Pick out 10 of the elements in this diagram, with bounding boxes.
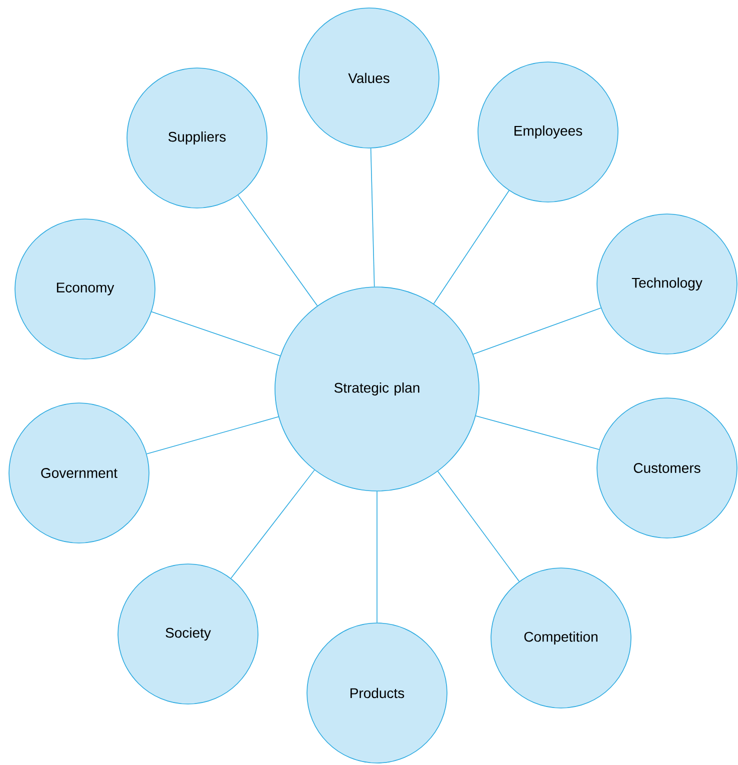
connector-line <box>151 311 281 356</box>
connector-line <box>370 148 375 288</box>
connector-line <box>437 470 520 582</box>
connector-line <box>472 308 602 355</box>
connector-line <box>475 416 600 450</box>
connector-line <box>230 470 315 579</box>
connector-line <box>238 194 318 306</box>
connector-line <box>376 491 378 623</box>
connector-line <box>433 190 510 304</box>
connector-line <box>146 416 279 454</box>
